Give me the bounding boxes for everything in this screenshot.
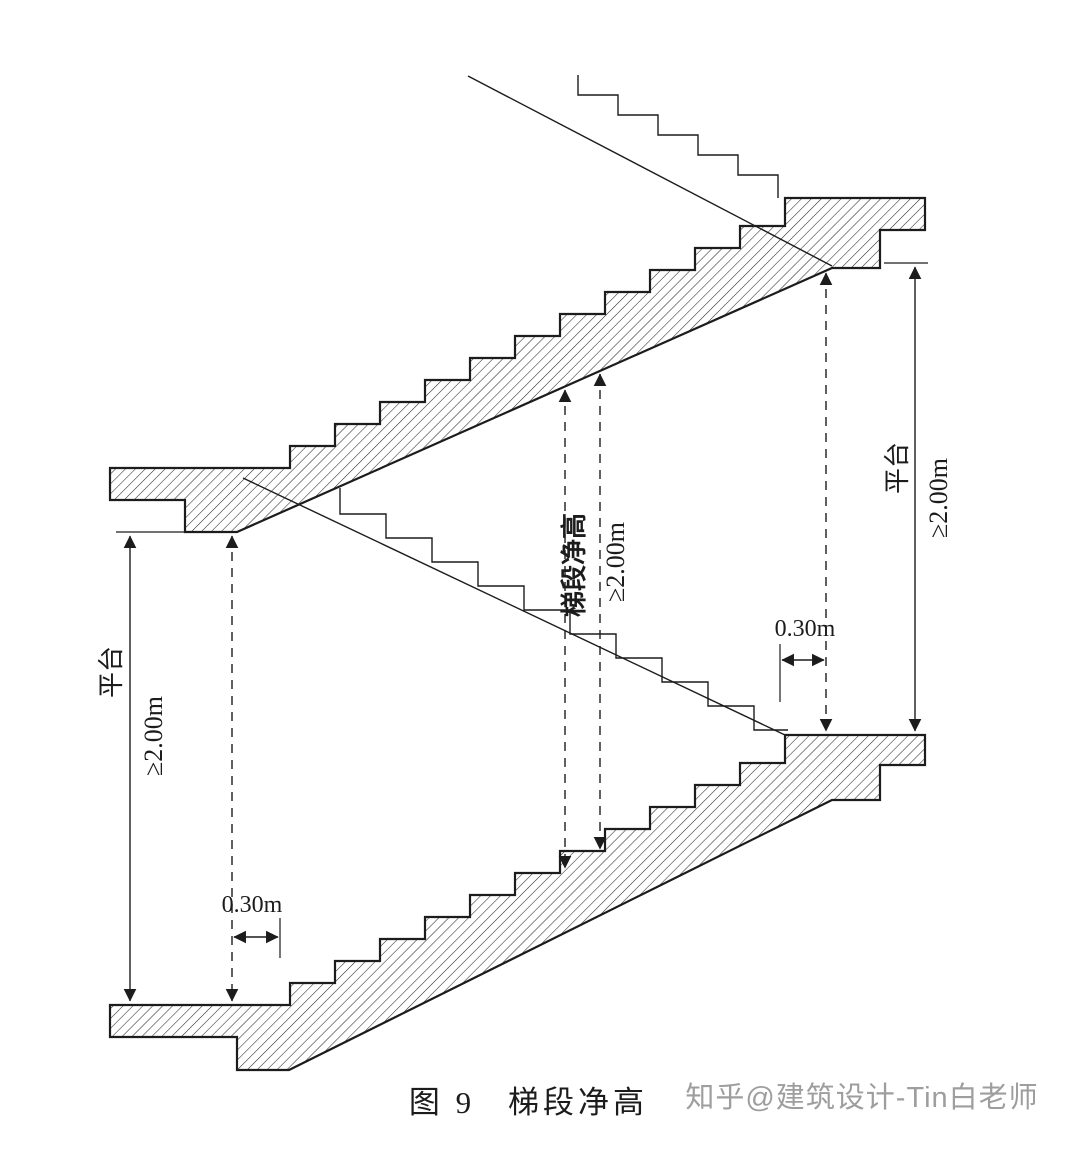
lower-flight-section	[108, 733, 927, 1072]
figure-title: 梯段净高	[508, 1085, 648, 1120]
watermark-text: 知乎@建筑设计-Tin白老师	[685, 1081, 1038, 1114]
top-slope-line	[467, 75, 833, 267]
figure-number: 图 9	[409, 1085, 475, 1120]
right-platform-value: ≥2.00m	[924, 458, 953, 538]
upper-flight-section	[108, 196, 927, 534]
left-platform-value: ≥2.00m	[139, 696, 168, 776]
headroom-value: ≥2.00m	[601, 522, 630, 602]
right-platform-label: 平台	[883, 442, 912, 494]
headroom-label: 梯段净高	[559, 513, 589, 617]
middle-slope-line	[242, 477, 786, 736]
left-offset-value: 0.30m	[222, 892, 283, 918]
top-outline-stair	[577, 75, 779, 198]
left-platform-label: 平台	[97, 646, 126, 698]
